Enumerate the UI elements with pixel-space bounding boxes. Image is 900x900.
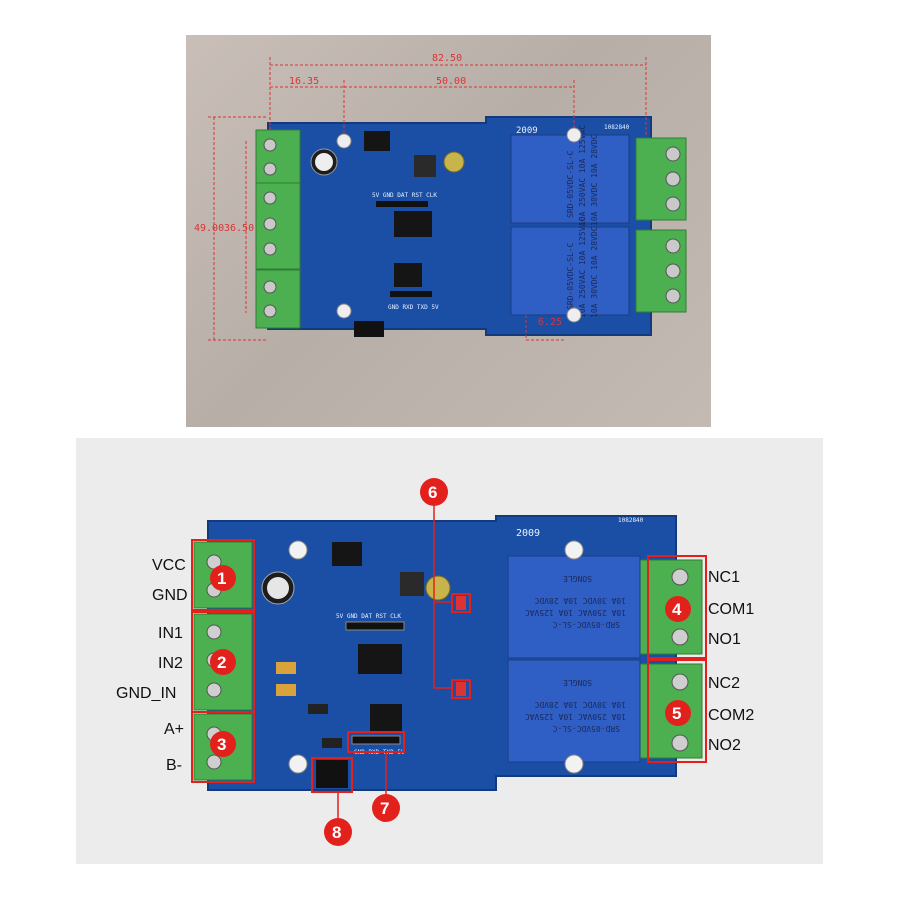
- dim-height: 49.00: [194, 223, 224, 234]
- d-relay2-text-a: SRD-05VDC-SL-C: [552, 724, 620, 733]
- relay1-text-c: 10A 30VDC 10A 28VDC: [590, 134, 599, 226]
- relay2-text-b: 10A 250VAC 10A 125VAC: [578, 217, 587, 318]
- svg-text:1: 1: [217, 569, 226, 588]
- badge-1: 1: [210, 565, 236, 591]
- svg-text:5: 5: [672, 704, 681, 723]
- badge-3: 3: [210, 731, 236, 757]
- label-in2: IN2: [158, 655, 183, 672]
- photo-header-bottom: GND RXD TXD 5V: [388, 304, 439, 311]
- photo-header-top: 5V GND DAT RST CLK: [372, 192, 437, 199]
- label-gnd-in: GND_IN: [116, 685, 176, 702]
- label-no1: NO1: [708, 631, 741, 648]
- badge-5: 5: [665, 700, 691, 726]
- label-nc1: NC1: [708, 569, 740, 586]
- pinout-diagram: SRD-05VDC-SL-C 10A 250VAC 10A 125VAC 10A…: [76, 438, 823, 864]
- dim-hole-height: 36.50: [224, 223, 254, 234]
- label-no2: NO2: [708, 737, 741, 754]
- badge-8: 8: [324, 818, 352, 846]
- dim-left-offset: 16.35: [289, 76, 319, 87]
- label-a-plus: A+: [164, 721, 184, 738]
- d-relay1-text-c: 10A 30VDC 10A 28VDC: [534, 596, 626, 605]
- label-in1: IN1: [158, 625, 183, 642]
- d-header-top: 5V GND DAT RST CLK: [336, 613, 401, 620]
- d-relay1-text-b: 10A 250VAC 10A 125VAC: [525, 608, 626, 617]
- badge-2: 2: [210, 649, 236, 675]
- svg-text:2: 2: [217, 653, 226, 672]
- label-nc2: NC2: [708, 675, 740, 692]
- d-relay1-text-a: SRD-05VDC-SL-C: [552, 620, 620, 629]
- svg-text:7: 7: [380, 799, 389, 818]
- dim-relay-margin: 6.25: [538, 317, 562, 328]
- badge-7: 7: [372, 794, 400, 822]
- d-relay2-text-c: 10A 30VDC 10A 28VDC: [534, 700, 626, 709]
- d-relay1-brand: SONGLE: [563, 574, 592, 583]
- svg-text:4: 4: [672, 600, 682, 619]
- board-photo: SRD-05VDC-SL-C 10A 250VAC 10A 125VAC 10A…: [186, 35, 711, 427]
- dim-width-total: 82.50: [432, 53, 462, 64]
- d-relay2-text-b: 10A 250VAC 10A 125VAC: [525, 712, 626, 721]
- svg-text:6: 6: [428, 483, 437, 502]
- pinout-drawing: SRD-05VDC-SL-C 10A 250VAC 10A 125VAC 10A…: [116, 478, 754, 846]
- svg-text:8: 8: [332, 823, 341, 842]
- label-com1: COM1: [708, 601, 754, 618]
- photo-board-code: 2009: [516, 126, 538, 136]
- svg-text:3: 3: [217, 735, 226, 754]
- label-com2: COM2: [708, 707, 754, 724]
- d-board-code: 2009: [516, 528, 540, 539]
- d-relay2-brand: SONGLE: [563, 678, 592, 687]
- relay2-text-c: 10A 30VDC 10A 28VDC: [590, 226, 599, 318]
- photo-board-id: 1082840: [604, 124, 630, 131]
- board-photo-drawing: SRD-05VDC-SL-C 10A 250VAC 10A 125VAC 10A…: [194, 53, 687, 341]
- relay2-text-a: SRD-05VDC-SL-C: [566, 242, 575, 310]
- label-gnd: GND: [152, 587, 188, 604]
- badge-6: 6: [420, 478, 448, 506]
- dim-hole-span: 50.00: [436, 76, 466, 87]
- relay1-text-a: SRD-05VDC-SL-C: [566, 150, 575, 218]
- relay1-text-b: 10A 250VAC 10A 125VAC: [578, 125, 587, 226]
- label-vcc: VCC: [152, 557, 186, 574]
- badge-4: 4: [665, 596, 691, 622]
- label-b-minus: B-: [166, 757, 182, 774]
- d-board-id: 1082840: [618, 517, 644, 524]
